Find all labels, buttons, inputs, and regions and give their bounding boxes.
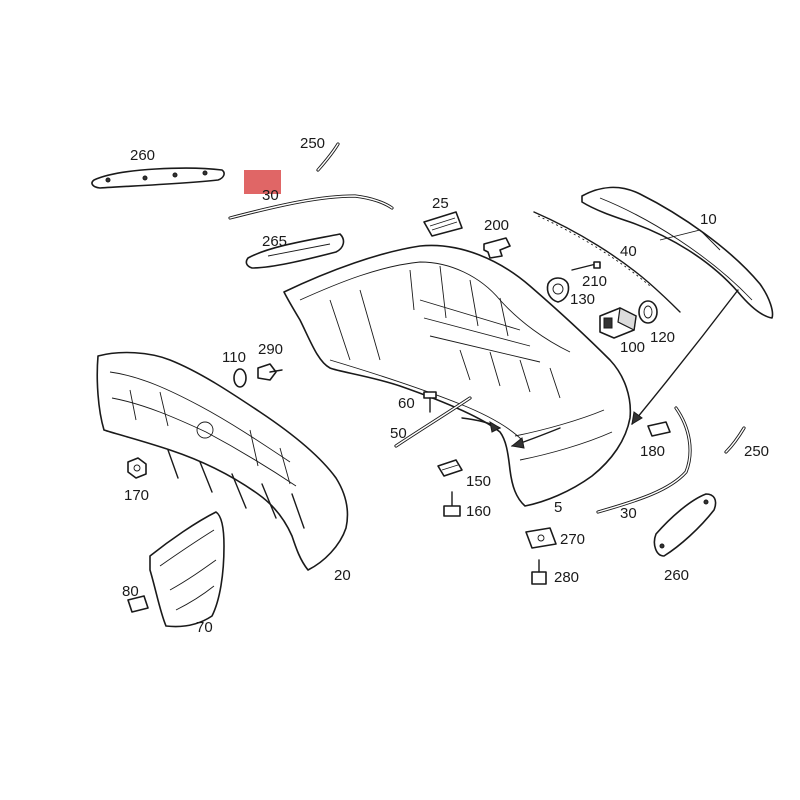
part-260-plate-left[interactable] xyxy=(91,167,225,189)
part-160-bolt[interactable] xyxy=(443,491,461,517)
part-290-stud[interactable] xyxy=(257,363,283,381)
part-260-plate-right[interactable] xyxy=(653,493,717,557)
part-20-bracket[interactable] xyxy=(96,351,349,571)
arrow-head-3 xyxy=(510,437,525,449)
part-265-absorber[interactable] xyxy=(245,233,345,269)
label-120: 120 xyxy=(650,329,675,346)
part-40-seal-detail xyxy=(537,215,651,287)
label-25: 25 xyxy=(432,195,449,212)
label-210: 210 xyxy=(582,273,607,290)
label-110: 110 xyxy=(222,349,246,366)
part-60-bolt[interactable] xyxy=(423,391,437,413)
part-70-lower-bracket[interactable] xyxy=(149,511,225,628)
part-130-holder[interactable] xyxy=(546,277,570,303)
label-250-top: 250 xyxy=(300,135,325,152)
part-25-bracket[interactable] xyxy=(423,211,463,237)
part-30-trim-top[interactable] xyxy=(228,194,394,220)
part-30-trim-right[interactable] xyxy=(596,406,692,514)
label-40: 40 xyxy=(620,243,637,260)
callout-labels: 260 250 30 25 265 200 10 40 210 130 110 … xyxy=(122,135,769,636)
part-100-sensor[interactable] xyxy=(599,307,637,339)
label-130: 130 xyxy=(570,291,595,308)
part-150-clip[interactable] xyxy=(437,459,463,477)
label-30-right: 30 xyxy=(620,505,637,522)
label-170: 170 xyxy=(124,487,149,504)
part-80-clip[interactable] xyxy=(127,595,149,613)
label-5: 5 xyxy=(554,499,562,516)
part-270-clip-nut[interactable] xyxy=(525,527,557,549)
part-250-trim-right[interactable] xyxy=(724,426,746,454)
part-280-screw[interactable] xyxy=(531,559,547,585)
part-210-pin[interactable] xyxy=(571,261,601,271)
arrow-from-spoiler xyxy=(631,289,739,425)
arrow-head-2 xyxy=(631,411,643,425)
arrow-head-1 xyxy=(489,420,502,433)
label-50: 50 xyxy=(390,425,407,442)
part-10-spoiler[interactable] xyxy=(581,186,774,319)
part-170-nut[interactable] xyxy=(127,457,147,479)
label-270: 270 xyxy=(560,531,585,548)
label-30-top: 30 xyxy=(262,187,279,204)
label-200: 200 xyxy=(484,217,509,234)
label-290: 290 xyxy=(258,341,283,358)
label-80: 80 xyxy=(122,583,139,600)
label-100: 100 xyxy=(620,339,645,356)
part-50-trim[interactable] xyxy=(394,396,472,448)
part-5-bumper-cover[interactable] xyxy=(283,244,632,507)
part-110-grommet[interactable] xyxy=(233,368,247,388)
label-250-right: 250 xyxy=(744,443,769,460)
label-10: 10 xyxy=(700,211,717,228)
label-180: 180 xyxy=(640,443,665,460)
part-200-clip[interactable] xyxy=(483,237,511,259)
label-20: 20 xyxy=(334,567,351,584)
label-280: 280 xyxy=(554,569,579,586)
label-70: 70 xyxy=(196,619,213,636)
label-260-top: 260 xyxy=(130,147,155,164)
label-160: 160 xyxy=(466,503,491,520)
part-120-ring[interactable] xyxy=(638,300,658,324)
part-30-highlight xyxy=(244,170,281,194)
part-40-seal[interactable] xyxy=(533,211,681,313)
part-180-block[interactable] xyxy=(647,421,671,437)
label-150: 150 xyxy=(466,473,491,490)
label-60: 60 xyxy=(398,395,415,412)
label-260-right: 260 xyxy=(664,567,689,584)
label-265: 265 xyxy=(262,233,287,250)
part-250-trim-top[interactable] xyxy=(316,142,340,172)
